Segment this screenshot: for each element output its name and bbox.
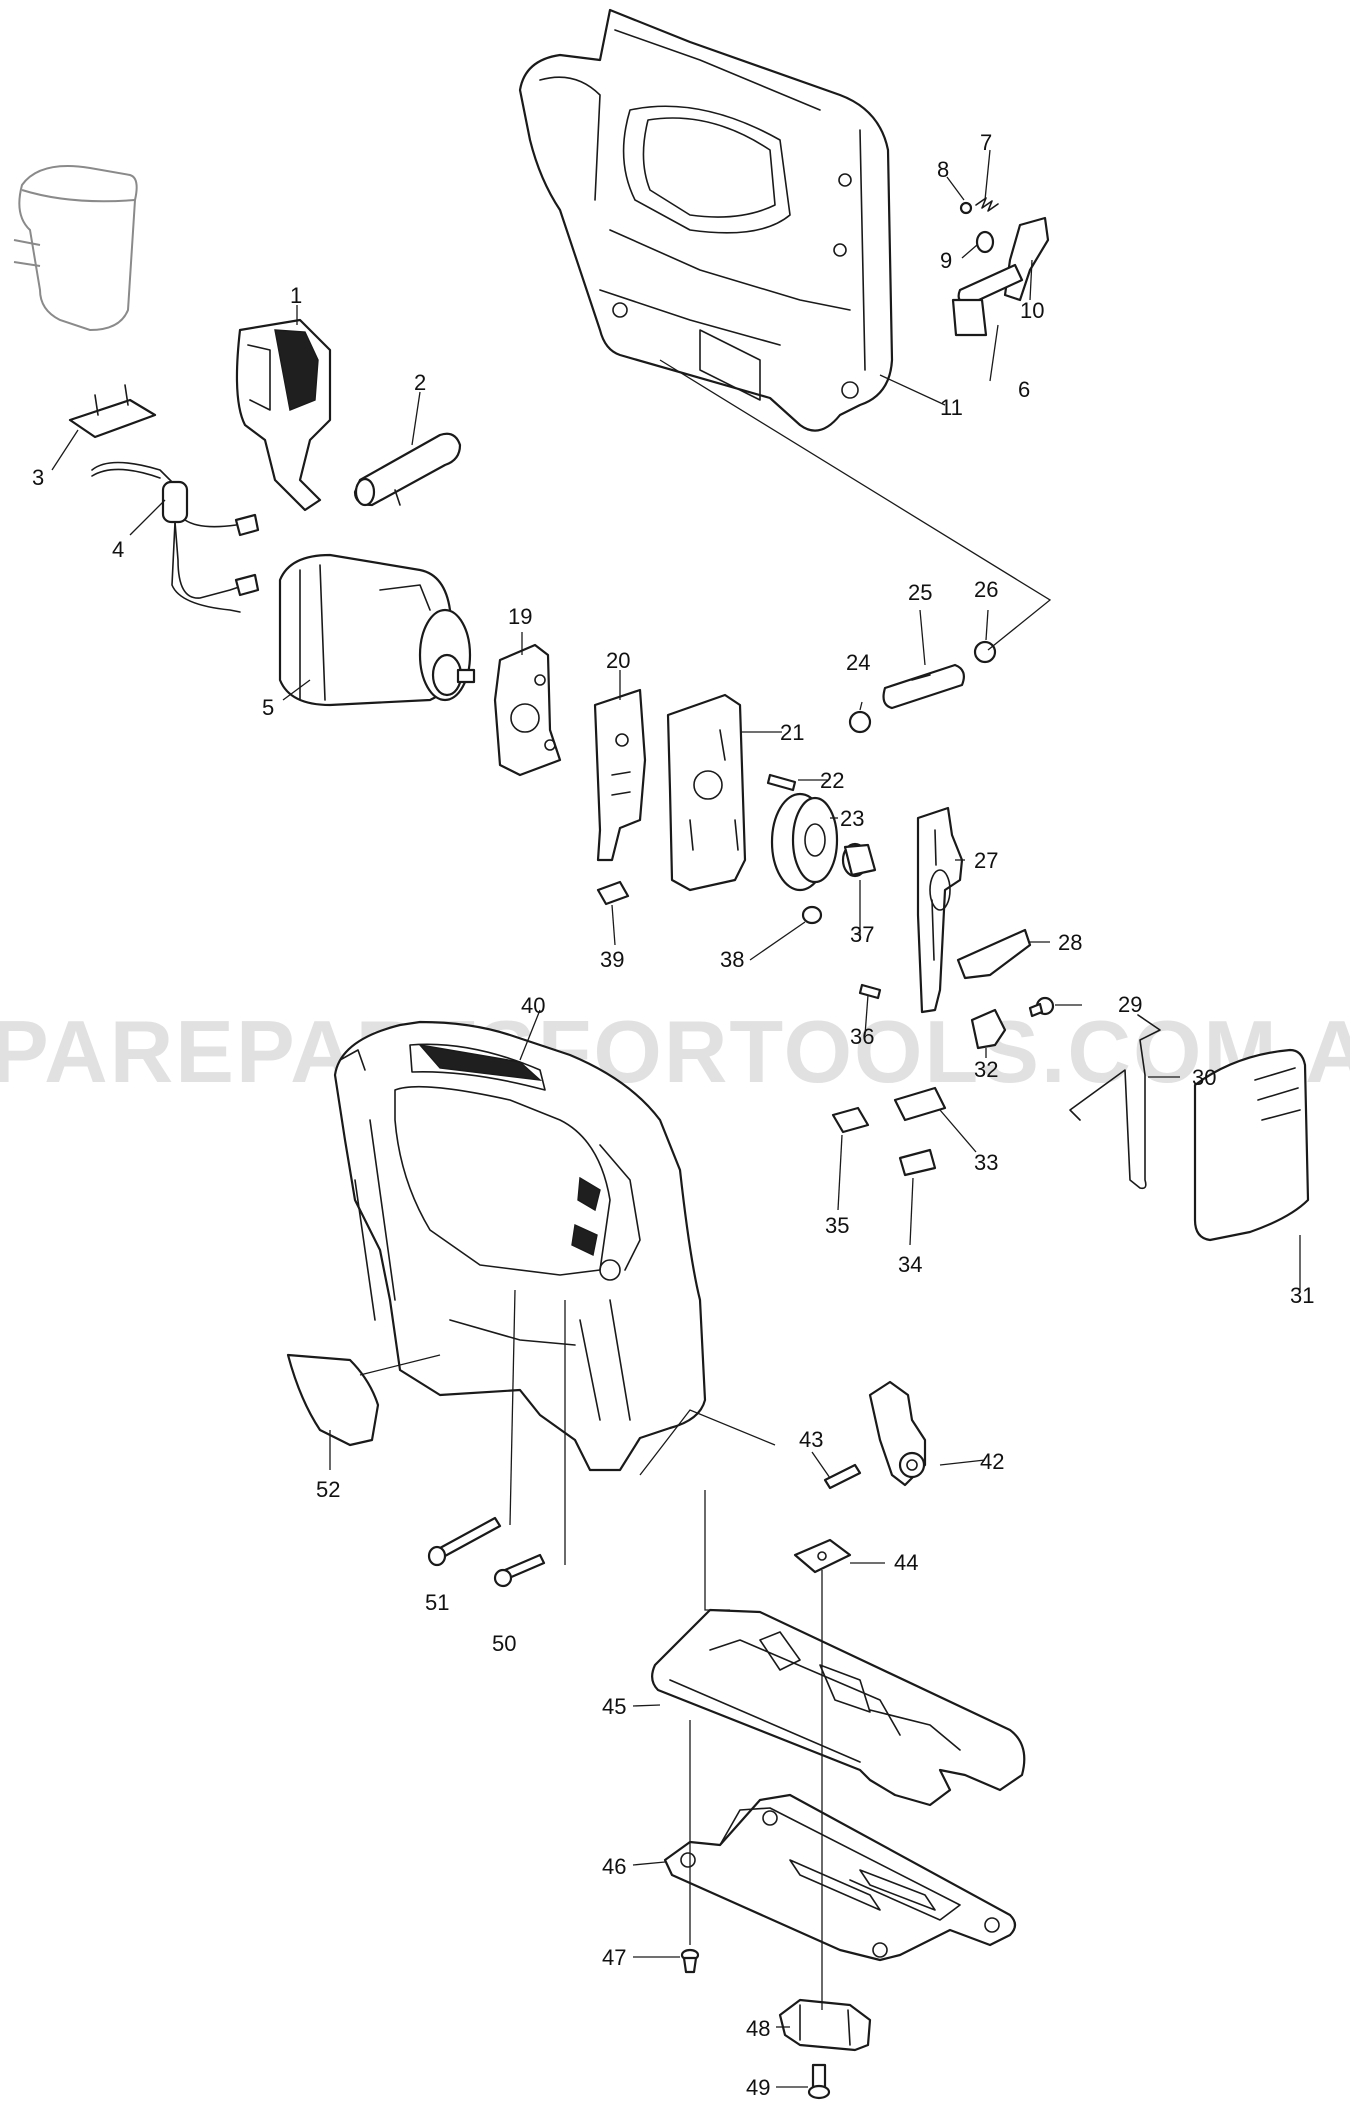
callout-7: 7 bbox=[980, 130, 992, 155]
gear-housing-19 bbox=[493, 643, 562, 777]
callout-30: 30 bbox=[1192, 1065, 1216, 1090]
label-52 bbox=[286, 1353, 380, 1447]
callout-21: 21 bbox=[780, 720, 804, 745]
plunger-bushing-25 bbox=[882, 663, 965, 710]
callout-4: 4 bbox=[112, 537, 124, 562]
plate-20 bbox=[593, 688, 647, 862]
battery-cover-31 bbox=[1193, 1048, 1310, 1242]
callout-44: 44 bbox=[894, 1550, 918, 1575]
callout-23: 23 bbox=[840, 806, 864, 831]
screw-51 bbox=[427, 1516, 502, 1567]
leader-lines bbox=[51, 149, 1301, 2088]
callout-8: 8 bbox=[937, 157, 949, 182]
pin-43 bbox=[823, 1463, 862, 1490]
callout-48: 48 bbox=[746, 2016, 770, 2041]
plate-34 bbox=[898, 1148, 937, 1177]
battery-ghost-outline bbox=[13, 165, 138, 332]
callout-28: 28 bbox=[1058, 930, 1082, 955]
callout-5: 5 bbox=[262, 695, 274, 720]
callout-37: 37 bbox=[850, 922, 874, 947]
ball-8 bbox=[959, 201, 973, 215]
label-6 bbox=[951, 298, 988, 337]
base-45 bbox=[651, 1608, 1026, 1807]
watermark-text: PAREPARTSFORTOOLS.COM.A bbox=[0, 1002, 1350, 1101]
callout-34: 34 bbox=[898, 1252, 922, 1277]
shoe-plate-46 bbox=[663, 1793, 1017, 1962]
screw-29 bbox=[1028, 996, 1055, 1018]
plate-35 bbox=[831, 1106, 870, 1134]
callout-32: 32 bbox=[974, 1057, 998, 1082]
callout-10: 10 bbox=[1020, 298, 1044, 323]
lead-wire-4 bbox=[91, 461, 260, 613]
callout-35: 35 bbox=[825, 1213, 849, 1238]
callout-2: 2 bbox=[414, 370, 426, 395]
callout-20: 20 bbox=[606, 648, 630, 673]
roller-lever-42 bbox=[868, 1380, 927, 1487]
callout-27: 27 bbox=[974, 848, 998, 873]
screw-36 bbox=[858, 983, 882, 1000]
callout-45: 45 bbox=[602, 1694, 626, 1719]
callout-26: 26 bbox=[974, 577, 998, 602]
callout-11: 11 bbox=[940, 395, 963, 420]
callout-46: 46 bbox=[602, 1854, 626, 1879]
callout-24: 24 bbox=[846, 650, 870, 675]
motor-5 bbox=[278, 553, 476, 707]
spring-7 bbox=[975, 197, 999, 212]
callout-31: 31 bbox=[1290, 1283, 1314, 1308]
callout-42: 42 bbox=[980, 1449, 1004, 1474]
gear-23 bbox=[770, 792, 839, 892]
blade-holder-48 bbox=[778, 1998, 872, 2052]
o-ring-24 bbox=[848, 710, 872, 734]
callout-9: 9 bbox=[940, 248, 952, 273]
ring-9 bbox=[975, 230, 995, 254]
callout-29: 29 bbox=[1118, 992, 1142, 1017]
callout-1: 1 bbox=[290, 283, 302, 308]
spring-wire-30 bbox=[1069, 1014, 1161, 1190]
callout-6: 6 bbox=[1018, 377, 1030, 402]
gear-plate-21 bbox=[666, 693, 747, 892]
callout-50: 50 bbox=[492, 1631, 516, 1656]
screw-50 bbox=[493, 1553, 546, 1588]
screw-49 bbox=[807, 2063, 831, 2100]
holder-32 bbox=[970, 1008, 1007, 1050]
sleeve-37 bbox=[841, 842, 877, 878]
bearing-33 bbox=[893, 1086, 947, 1122]
switch-1 bbox=[235, 318, 332, 512]
callout-39: 39 bbox=[600, 947, 624, 972]
plate-39 bbox=[596, 880, 630, 906]
callout-19: 19 bbox=[508, 604, 532, 629]
callout-22: 22 bbox=[820, 768, 844, 793]
o-ring-26 bbox=[973, 640, 997, 664]
callout-25: 25 bbox=[908, 580, 932, 605]
callout-47: 47 bbox=[602, 1945, 626, 1970]
callout-51: 51 bbox=[425, 1590, 449, 1615]
callout-33: 33 bbox=[974, 1150, 998, 1175]
pin-22 bbox=[766, 773, 797, 792]
callout-49: 49 bbox=[746, 2075, 770, 2100]
callout-labels: 1 2 3 4 5 6 7 8 9 10 11 19 20 21 22 23 2… bbox=[32, 130, 1314, 2100]
retaining-ring-38 bbox=[801, 905, 823, 925]
callout-38: 38 bbox=[720, 947, 744, 972]
callout-40: 40 bbox=[521, 993, 545, 1018]
callout-3: 3 bbox=[32, 465, 44, 490]
housing-left-half bbox=[518, 8, 894, 432]
guide-28 bbox=[956, 928, 1032, 980]
plate-44 bbox=[793, 1538, 852, 1574]
screw-47 bbox=[680, 1948, 700, 1974]
callout-36: 36 bbox=[850, 1024, 874, 1049]
button-2 bbox=[353, 432, 462, 507]
terminal-3 bbox=[68, 384, 157, 439]
callout-52: 52 bbox=[316, 1477, 340, 1502]
callout-43: 43 bbox=[799, 1427, 823, 1452]
lock-lever-10 bbox=[957, 216, 1050, 307]
slider-27 bbox=[916, 806, 964, 1014]
